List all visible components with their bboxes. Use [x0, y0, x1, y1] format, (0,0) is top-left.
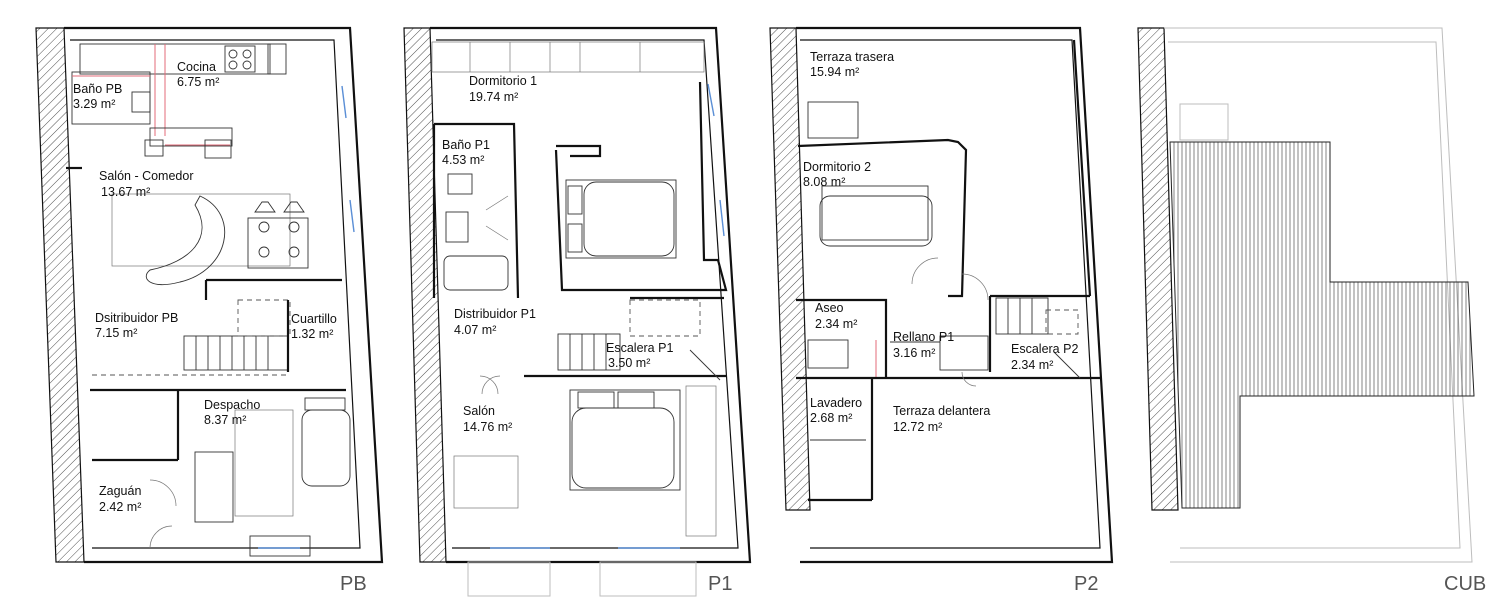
room-name: Escalera P1	[606, 341, 673, 355]
room-name: Despacho	[204, 398, 260, 412]
room-area: 3.16 m²	[893, 346, 935, 360]
room-name: Salón - Comedor	[99, 169, 194, 183]
room-area: 6.75 m²	[177, 75, 219, 89]
room-name: Baño PB	[73, 82, 122, 96]
hob-icon	[224, 45, 256, 73]
room-area: 4.07 m²	[454, 323, 496, 337]
room-area: 8.37 m²	[204, 413, 246, 427]
floor-label-p1: P1	[708, 573, 732, 595]
room-area: 1.32 m²	[291, 327, 333, 341]
floor-label-cub: CUB	[1444, 573, 1486, 595]
plan-p1: P1	[403, 26, 752, 597]
room-name: Dsitribuidor PB	[95, 311, 178, 325]
room-area: 4.53 m²	[442, 153, 484, 167]
plan-cub: CUB	[1137, 27, 1486, 595]
room-area: 3.50 m²	[608, 356, 650, 370]
room-area: 15.94 m²	[810, 65, 859, 79]
room-area: 19.74 m²	[469, 90, 518, 104]
room-area: 2.34 m²	[1011, 358, 1053, 372]
room-area: 14.76 m²	[463, 420, 512, 434]
room-area: 2.34 m²	[815, 317, 857, 331]
room-name: Zaguán	[99, 484, 141, 498]
room-area: 7.15 m²	[95, 326, 137, 340]
floor-label-pb: PB	[340, 573, 367, 595]
room-area: 13.67 m²	[101, 185, 150, 199]
room-name: Terraza trasera	[810, 50, 894, 64]
plan-p2: P2	[769, 26, 1114, 595]
room-labels: Cocina 6.75 m² Baño PB 3.29 m² Salón - C…	[73, 50, 1078, 514]
room-name: Cocina	[177, 60, 216, 74]
room-name: Distribuidor P1	[454, 307, 536, 321]
room-name: Baño P1	[442, 138, 490, 152]
room-name: Salón	[463, 404, 495, 418]
room-area: 2.42 m²	[99, 500, 141, 514]
party-wall-p2	[769, 27, 811, 511]
room-name: Dormitorio 2	[803, 160, 871, 174]
room-name: Lavadero	[810, 396, 862, 410]
room-name: Dormitorio 1	[469, 74, 537, 88]
floor-label-p2: P2	[1074, 573, 1098, 595]
room-name: Aseo	[815, 301, 844, 315]
room-name: Rellano P1	[893, 330, 954, 344]
room-name: Terraza delantera	[893, 404, 990, 418]
party-wall-cub	[1137, 27, 1179, 511]
room-area: 2.68 m²	[810, 411, 852, 425]
room-name: Cuartillo	[291, 312, 337, 326]
room-area: 8.08 m²	[803, 175, 845, 189]
room-name: Escalera P2	[1011, 342, 1078, 356]
plan-pb: PB	[35, 26, 384, 595]
room-area: 3.29 m²	[73, 97, 115, 111]
room-area: 12.72 m²	[893, 420, 942, 434]
party-wall-p1	[403, 27, 447, 563]
